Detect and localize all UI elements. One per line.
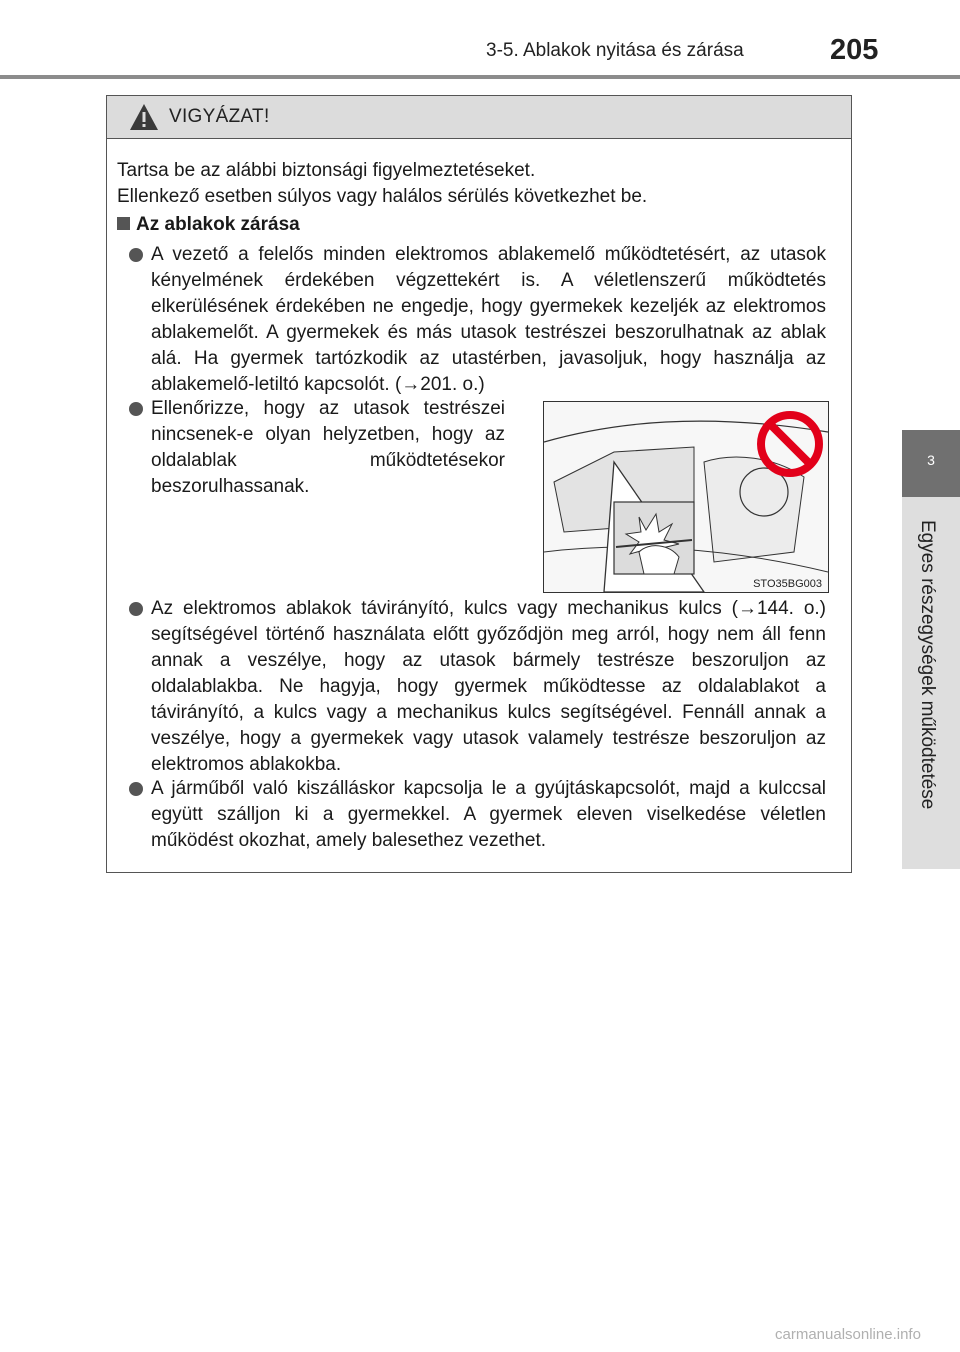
warning-header: VIGYÁZAT! xyxy=(107,96,851,139)
chapter-title: Egyes részegységek működtetése xyxy=(917,520,938,810)
intro-line-2: Ellenkező esetben súlyos vagy halálos sé… xyxy=(117,186,648,207)
bullet-dot-icon xyxy=(129,248,143,262)
chapter-tab: 3 xyxy=(902,430,960,497)
window-pinch-illustration: STO35BG003 xyxy=(543,401,829,593)
list-item-text: Az elektromos ablakok távirányító, kulcs… xyxy=(151,598,826,775)
watermark: carmanualsonline.info xyxy=(775,1326,921,1343)
header-rule xyxy=(0,75,960,79)
chapter-strip xyxy=(902,497,960,869)
warning-title: VIGYÁZAT! xyxy=(169,106,270,127)
list-item-text: A járműből való kiszálláskor kapcsolja l… xyxy=(151,778,826,851)
square-bullet-icon xyxy=(117,217,130,230)
list-item-text: Ellenőrizze, hogy az utasok testrészei n… xyxy=(151,398,505,497)
bullet-dot-icon xyxy=(129,402,143,416)
section-heading-text: Az ablakok zárása xyxy=(136,214,300,235)
bullet-dot-icon xyxy=(129,602,143,616)
figure-code: STO35BG003 xyxy=(753,578,822,590)
list-item: Ellenőrizze, hogy az utasok testrészei n… xyxy=(129,396,505,500)
intro-line-1: Tartsa be az alábbi biztonsági figyelmez… xyxy=(117,160,536,181)
header-section-title: 3-5. Ablakok nyitása és zárása xyxy=(486,40,744,61)
page-number: 205 xyxy=(830,34,879,66)
list-item-text: A vezető a felelős minden elektromos abl… xyxy=(151,244,826,395)
chapter-number: 3 xyxy=(927,452,935,468)
prohibition-icon xyxy=(757,411,823,477)
section-heading: Az ablakok zárása xyxy=(117,212,300,238)
list-item: Az elektromos ablakok távirányító, kulcs… xyxy=(129,596,826,778)
warning-triangle-icon xyxy=(130,104,158,130)
list-item: A vezető a felelős minden elektromos abl… xyxy=(129,242,826,398)
list-item: A járműből való kiszálláskor kapcsolja l… xyxy=(129,776,826,854)
warning-box: VIGYÁZAT! Tartsa be az alábbi biztonsági… xyxy=(106,95,852,873)
warning-intro: Tartsa be az alábbi biztonsági figyelmez… xyxy=(117,158,837,210)
bullet-dot-icon xyxy=(129,782,143,796)
